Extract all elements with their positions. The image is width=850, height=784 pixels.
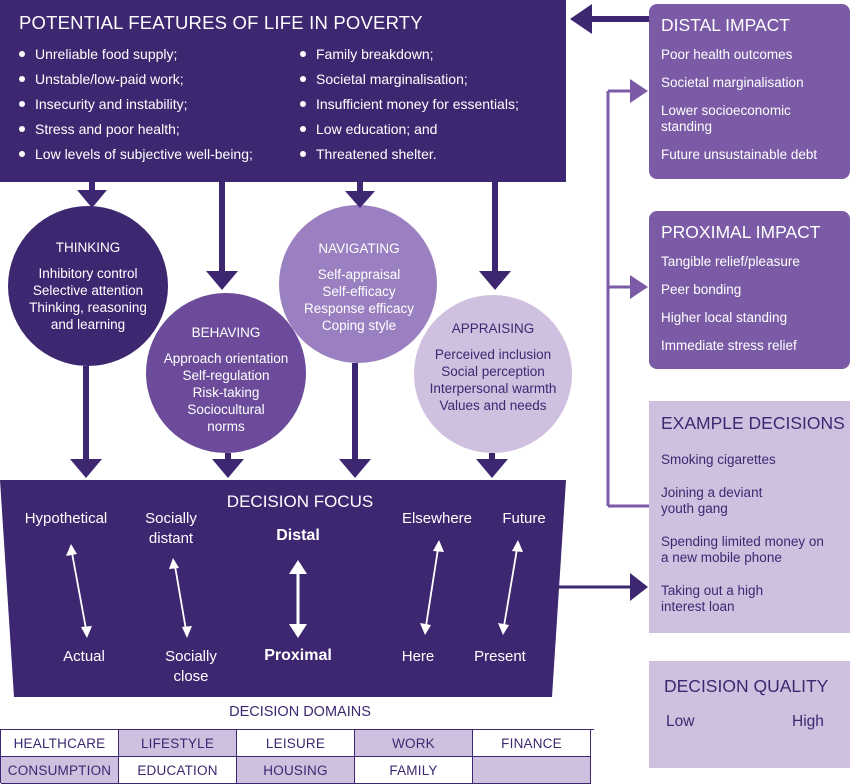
example-decisions-title: EXAMPLE DECISIONS (661, 413, 845, 433)
poverty-item: Family breakdown; (300, 45, 519, 70)
circle-to-focus-arrows (70, 363, 508, 478)
thinking-item: Thinking, reasoning (29, 300, 147, 315)
example-decision-item: Joining a deviant youth gang (661, 485, 763, 516)
navigating-list: Self-appraisal Self-efficacy Response ef… (281, 266, 437, 334)
domain-cell: LIFESTYLE (119, 730, 237, 757)
poverty-list-right: Family breakdown; Societal marginalisati… (300, 45, 519, 170)
distal-impact-box: DISTAL IMPACT Poor health outcomes Socie… (649, 4, 850, 179)
appraising-item: Values and needs (439, 398, 547, 413)
decision-domains-title: DECISION DOMAINS (229, 704, 371, 720)
domain-cell: FINANCE (473, 730, 591, 757)
decision-focus-trapezoid (0, 480, 566, 697)
behaving-title: BEHAVING (191, 325, 261, 340)
proximal-impact-item: Immediate stress relief (661, 338, 797, 353)
thinking-circle (8, 206, 168, 366)
decision-focus-title: DECISION FOCUS (226, 492, 374, 511)
distal-impact-item: Lower socioeconomic standing (661, 103, 791, 134)
appraising-item: Perceived inclusion (434, 347, 552, 362)
poverty-list-left: Unreliable food supply; Unstable/low-pai… (19, 45, 253, 170)
navigating-item: Self-efficacy (322, 284, 396, 299)
proximal-impact-item: Tangible relief/pleasure (661, 254, 800, 269)
focus-elsewhere: Elsewhere (401, 510, 473, 527)
focus-here: Here (401, 648, 435, 665)
focus-socially-close: Socially close (165, 648, 217, 685)
example-decisions-box: EXAMPLE DECISIONS Smoking cigarettes Joi… (649, 401, 850, 633)
thinking-item: Selective attention (32, 283, 144, 298)
domain-cell: HOUSING (237, 757, 355, 784)
appraising-title: APPRAISING (451, 321, 535, 336)
example-decision-item: Taking out a high interest loan (661, 583, 764, 614)
appraising-item: Social perception (441, 364, 545, 379)
poverty-title: POTENTIAL FEATURES OF LIFE IN POVERTY (19, 12, 423, 33)
thinking-item: Inhibitory control (38, 266, 138, 281)
poverty-item: Unstable/low-paid work; (19, 70, 253, 95)
distal-to-poverty-arrow (570, 4, 649, 34)
poverty-item: Stress and poor health; (19, 120, 253, 145)
poverty-item: Insufficient money for essentials; (300, 95, 519, 120)
decision-domains-grid: HEALTHCARE LIFESTYLE LEISURE WORK FINANC… (0, 729, 594, 784)
behaving-item: norms (207, 419, 245, 434)
proximal-impact-list: Tangible relief/pleasure Peer bonding Hi… (661, 254, 846, 354)
behaving-item: Approach orientation (163, 351, 289, 366)
navigating-title: NAVIGATING (318, 241, 400, 256)
navigating-item: Self-appraisal (317, 267, 401, 282)
example-decision-item: Smoking cigarettes (661, 452, 776, 467)
behaving-item: Risk-taking (192, 385, 260, 400)
poverty-features-box: POTENTIAL FEATURES OF LIFE IN POVERTY Un… (0, 0, 566, 182)
focus-double-arrows (66, 540, 523, 638)
poverty-item: Insecurity and instability; (19, 95, 253, 120)
appraising-list: Perceived inclusion Social perception In… (414, 346, 572, 414)
example-decision-item: Spending limited money on a new mobile p… (661, 534, 824, 565)
focus-distal: Distal (276, 527, 320, 544)
distal-impact-list: Poor health outcomes Societal marginalis… (661, 47, 841, 163)
domain-cell: EDUCATION (119, 757, 237, 784)
behaving-list: Approach orientation Self-regulation Ris… (146, 350, 306, 435)
focus-hypothetical: Hypothetical (24, 510, 108, 527)
navigating-item: Response efficacy (303, 301, 415, 316)
domain-cell: CONSUMPTION (1, 757, 119, 784)
domain-cell: FAMILY (355, 757, 473, 784)
poverty-item: Low education; and (300, 120, 519, 145)
focus-to-examples-arrow (556, 573, 648, 601)
proximal-impact-item: Higher local standing (661, 310, 788, 325)
example-decisions-list: Smoking cigarettes Joining a deviant you… (661, 452, 831, 615)
down-arrows (77, 182, 511, 290)
decision-quality-box: DECISION QUALITY Low High (649, 661, 850, 768)
poverty-item: Threatened shelter. (300, 145, 519, 170)
thinking-item: and learning (50, 317, 126, 332)
navigating-circle (279, 205, 437, 363)
thinking-title: THINKING (55, 240, 121, 255)
quality-high-label: High (792, 713, 824, 730)
focus-socially-distant: Socially distant (145, 510, 197, 547)
impact-connector (606, 79, 649, 508)
domain-cell (473, 757, 591, 784)
domain-cell: HEALTHCARE (1, 730, 119, 757)
appraising-item: Interpersonal warmth (429, 381, 557, 396)
domain-cell: LEISURE (237, 730, 355, 757)
poverty-item: Low levels of subjective well-being; (19, 145, 253, 170)
appraising-circle (414, 295, 572, 453)
poverty-item: Societal marginalisation; (300, 70, 519, 95)
focus-future: Future (502, 510, 546, 527)
decision-quality-title: DECISION QUALITY (664, 676, 829, 696)
behaving-item: Self-regulation (182, 368, 270, 383)
navigating-item: Coping style (321, 318, 397, 333)
thinking-list: Inhibitory control Selective attention T… (8, 265, 168, 333)
behaving-item: Sociocultural (187, 402, 265, 417)
focus-actual: Actual (63, 648, 105, 665)
focus-proximal: Proximal (264, 647, 332, 664)
distal-impact-title: DISTAL IMPACT (661, 15, 790, 35)
focus-present: Present (474, 648, 526, 665)
distal-impact-item: Poor health outcomes (661, 47, 793, 62)
proximal-impact-box: PROXIMAL IMPACT Tangible relief/pleasure… (649, 211, 850, 369)
distal-impact-item: Future unsustainable debt (661, 147, 818, 162)
proximal-impact-item: Peer bonding (661, 282, 742, 297)
poverty-item: Unreliable food supply; (19, 45, 253, 70)
behaving-circle (146, 293, 306, 453)
quality-low-label: Low (666, 713, 695, 730)
proximal-impact-title: PROXIMAL IMPACT (661, 222, 821, 242)
domain-cell: WORK (355, 730, 473, 757)
distal-impact-item: Societal marginalisation (661, 75, 804, 90)
